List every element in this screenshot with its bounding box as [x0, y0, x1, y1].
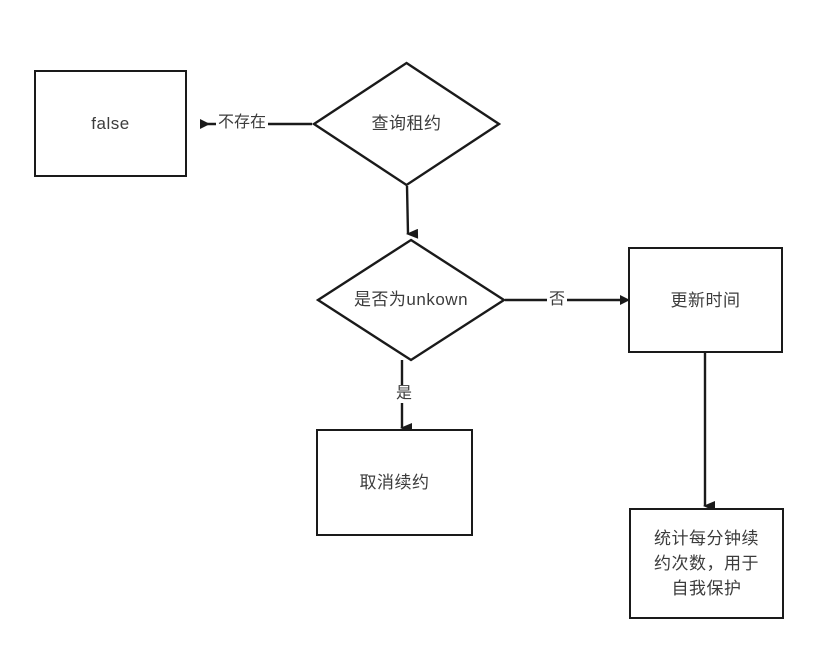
diamond-shape — [312, 61, 501, 187]
node-query-lease-label: 查询租约 — [371, 114, 442, 133]
node-stats-protect[interactable]: 统计每分钟续 约次数，用于 自我保护 — [629, 508, 784, 619]
edge-query-to-unkown — [405, 185, 419, 239]
diamond-shape — [316, 238, 506, 362]
node-update-time[interactable]: 更新时间 — [628, 247, 783, 353]
node-is-unkown-label: 是否为unkown — [353, 290, 469, 309]
node-is-unkown[interactable]: 是否为unkown — [316, 238, 506, 362]
node-update-time-label: 更新时间 — [670, 290, 741, 310]
node-stats-protect-label: 统计每分钟续 约次数，用于 自我保护 — [654, 529, 759, 598]
node-cancel-renew-label: 取消续约 — [359, 473, 430, 492]
node-false-label: false — [91, 114, 130, 133]
edge-label-not-exist: 不存在 — [216, 114, 269, 132]
edge-label-yes: 是 — [394, 385, 415, 403]
node-query-lease[interactable]: 查询租约 — [312, 61, 501, 187]
node-false[interactable]: false — [34, 70, 187, 177]
edge-label-no: 否 — [547, 291, 568, 309]
node-cancel-renew[interactable]: 取消续约 — [316, 429, 473, 536]
